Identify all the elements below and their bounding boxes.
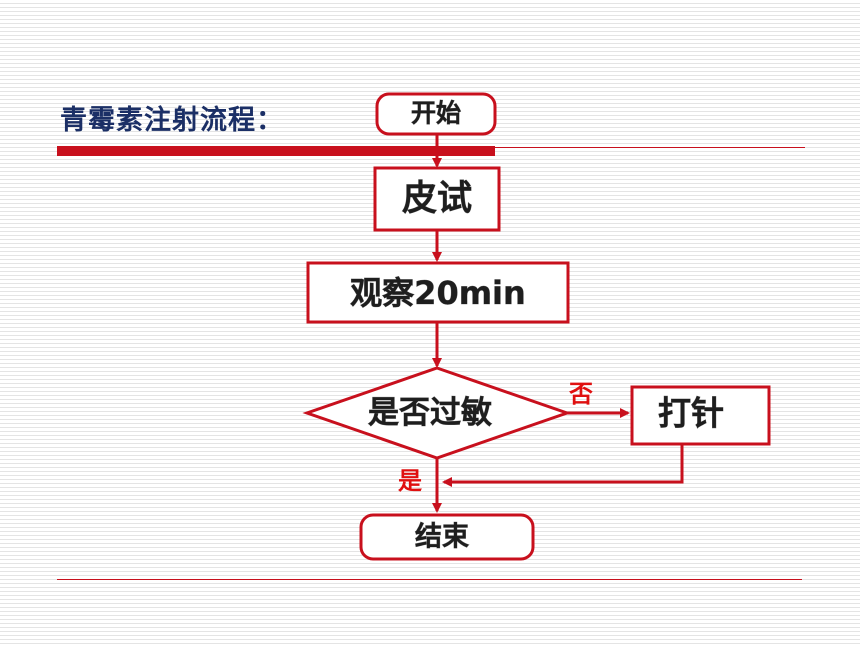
node-start-label: 开始 xyxy=(411,99,461,128)
footer-rule xyxy=(57,579,802,580)
connectors xyxy=(432,134,684,513)
node-decision: 是否过敏 xyxy=(302,366,572,460)
node-end-label: 结束 xyxy=(415,522,469,553)
node-observe: 观察20min xyxy=(306,261,570,324)
slide-title: 青霉素注射流程： xyxy=(60,105,284,136)
node-inject: 打针 xyxy=(630,385,771,446)
node-skin-test: 皮试 xyxy=(373,166,501,232)
node-start: 开始 xyxy=(375,92,497,136)
node-inject-label: 打针 xyxy=(658,394,724,433)
node-decision-label: 是否过敏 xyxy=(368,395,492,431)
edge-inject-return xyxy=(442,444,684,487)
title-underline-thick xyxy=(57,146,495,156)
edge-label-yes: 是 xyxy=(398,467,422,495)
title-underline-thin xyxy=(495,147,805,148)
node-end: 结束 xyxy=(359,513,535,561)
edge-label-no: 否 xyxy=(568,380,593,408)
node-skin-test-label: 皮试 xyxy=(402,179,472,219)
node-observe-label: 观察20min xyxy=(350,274,526,312)
